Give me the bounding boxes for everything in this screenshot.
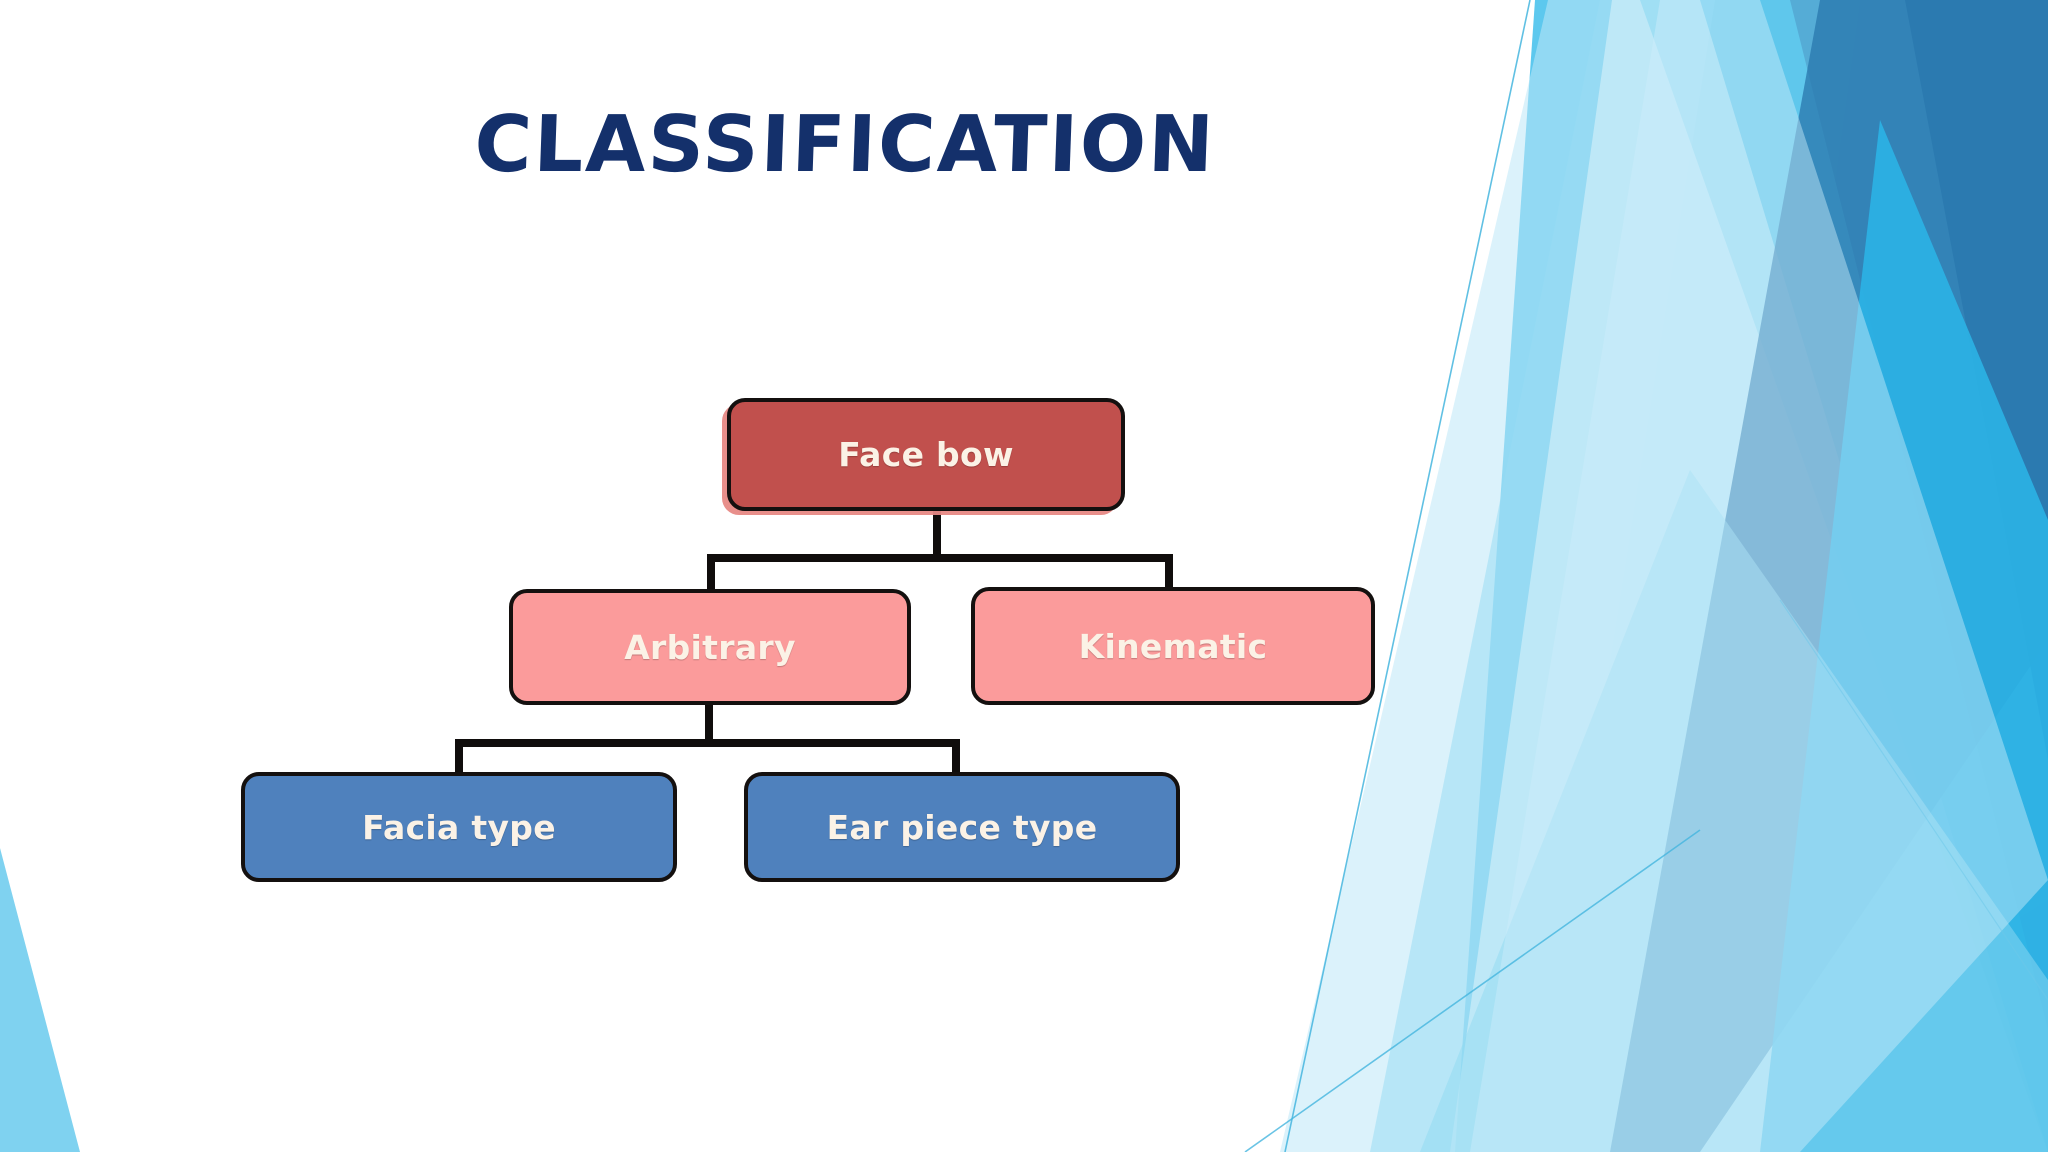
node-label: Face bow: [838, 435, 1014, 474]
node-facia-type[interactable]: Facia type: [241, 772, 677, 882]
connector-level2-bus: [455, 739, 960, 747]
connector-to-facia: [455, 739, 463, 775]
node-kinematic[interactable]: Kinematic: [971, 587, 1375, 705]
node-face-bow[interactable]: Face bow: [727, 398, 1125, 511]
node-label: Kinematic: [1078, 626, 1268, 666]
node-label: Ear piece type: [826, 807, 1098, 847]
connector-to-arbitrary: [707, 554, 715, 592]
connector-root-stem: [933, 510, 941, 562]
node-label: Arbitrary: [624, 627, 796, 667]
connector-to-kinematic: [1165, 554, 1173, 592]
node-label: Facia type: [362, 807, 556, 847]
node-ear-piece-type[interactable]: Ear piece type: [744, 772, 1180, 882]
node-arbitrary[interactable]: Arbitrary: [509, 589, 911, 705]
connector-level1-bus: [707, 554, 1173, 562]
connector-arbitrary-stem: [705, 705, 713, 747]
connector-to-earpiece: [952, 739, 960, 775]
